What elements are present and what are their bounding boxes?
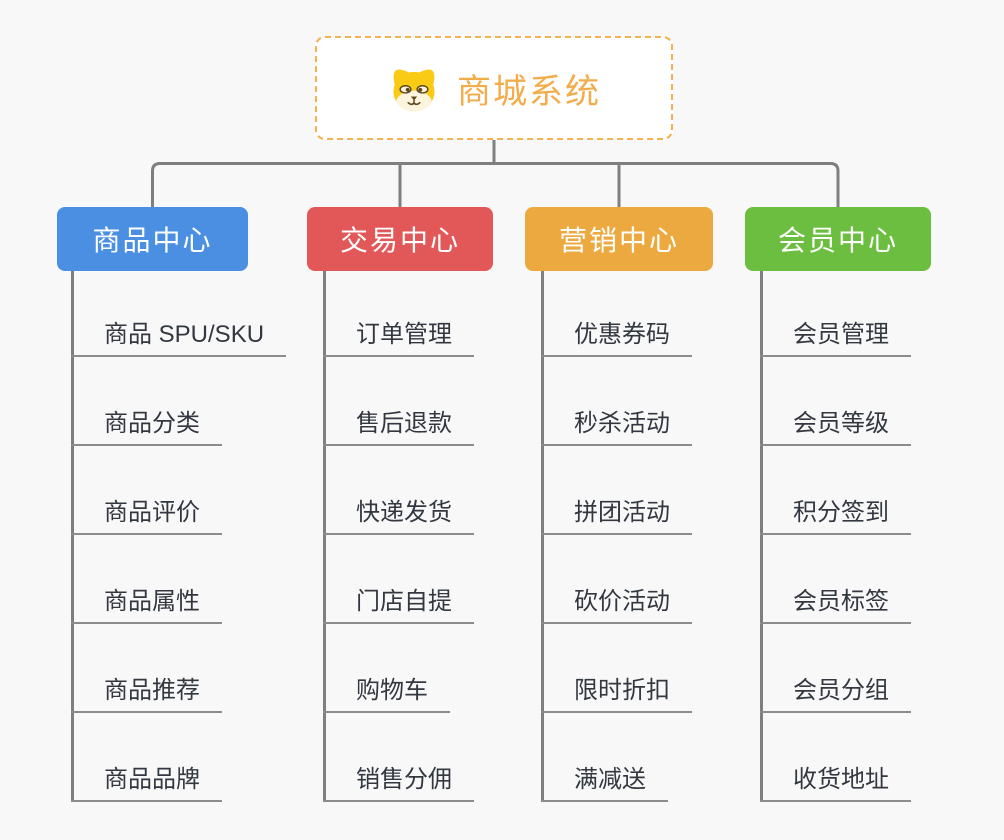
leaf-node[interactable]: 秒杀活动 [541, 408, 692, 446]
branch-label: 交易中心 [339, 225, 460, 256]
branch-node-members[interactable]: 会员中心 [745, 207, 931, 271]
branch-label: 商品中心 [92, 225, 213, 256]
leaf-node[interactable]: 砍价活动 [541, 586, 692, 624]
leaf-node[interactable]: 门店自提 [323, 586, 474, 624]
leaf-node[interactable]: 商品评价 [71, 497, 222, 535]
leaf-node[interactable]: 快递发货 [323, 497, 474, 535]
branch-spine-line [71, 271, 74, 802]
root-title: 商城系统 [457, 72, 601, 111]
dog-icon [387, 63, 441, 113]
leaf-node[interactable]: 积分签到 [760, 497, 911, 535]
leaf-node[interactable]: 商品品牌 [71, 764, 222, 802]
leaf-node[interactable]: 会员管理 [760, 319, 911, 357]
leaf-node[interactable]: 订单管理 [323, 319, 474, 357]
root-node[interactable]: 商城系统 [315, 36, 673, 140]
branch-node-marketing[interactable]: 营销中心 [525, 207, 713, 271]
leaf-node[interactable]: 会员等级 [760, 408, 911, 446]
leaf-node[interactable]: 收货地址 [760, 764, 911, 802]
leaf-node[interactable]: 拼团活动 [541, 497, 692, 535]
branch-node-trade[interactable]: 交易中心 [307, 207, 493, 271]
branch-rail-line [151, 162, 840, 207]
branch-label: 营销中心 [558, 225, 679, 256]
leaf-node[interactable]: 销售分佣 [323, 764, 474, 802]
leaf-node[interactable]: 商品属性 [71, 586, 222, 624]
leaf-node[interactable]: 商品 SPU/SKU [71, 319, 287, 357]
leaf-node[interactable]: 购物车 [323, 675, 450, 713]
branch-label: 会员中心 [777, 225, 898, 256]
leaf-node[interactable]: 优惠券码 [541, 319, 692, 357]
branch-spine-line [541, 271, 544, 802]
leaf-node[interactable]: 会员分组 [760, 675, 911, 713]
leaf-node[interactable]: 商品分类 [71, 408, 222, 446]
leaf-node[interactable]: 商品推荐 [71, 675, 222, 713]
branch-spine-line [323, 271, 326, 802]
branch-node-products[interactable]: 商品中心 [57, 207, 248, 271]
branch-spine-line [760, 271, 763, 802]
leaf-node[interactable]: 限时折扣 [541, 675, 692, 713]
leaf-node[interactable]: 售后退款 [323, 408, 474, 446]
leaf-node[interactable]: 会员标签 [760, 586, 911, 624]
leaf-node[interactable]: 满减送 [541, 764, 668, 802]
